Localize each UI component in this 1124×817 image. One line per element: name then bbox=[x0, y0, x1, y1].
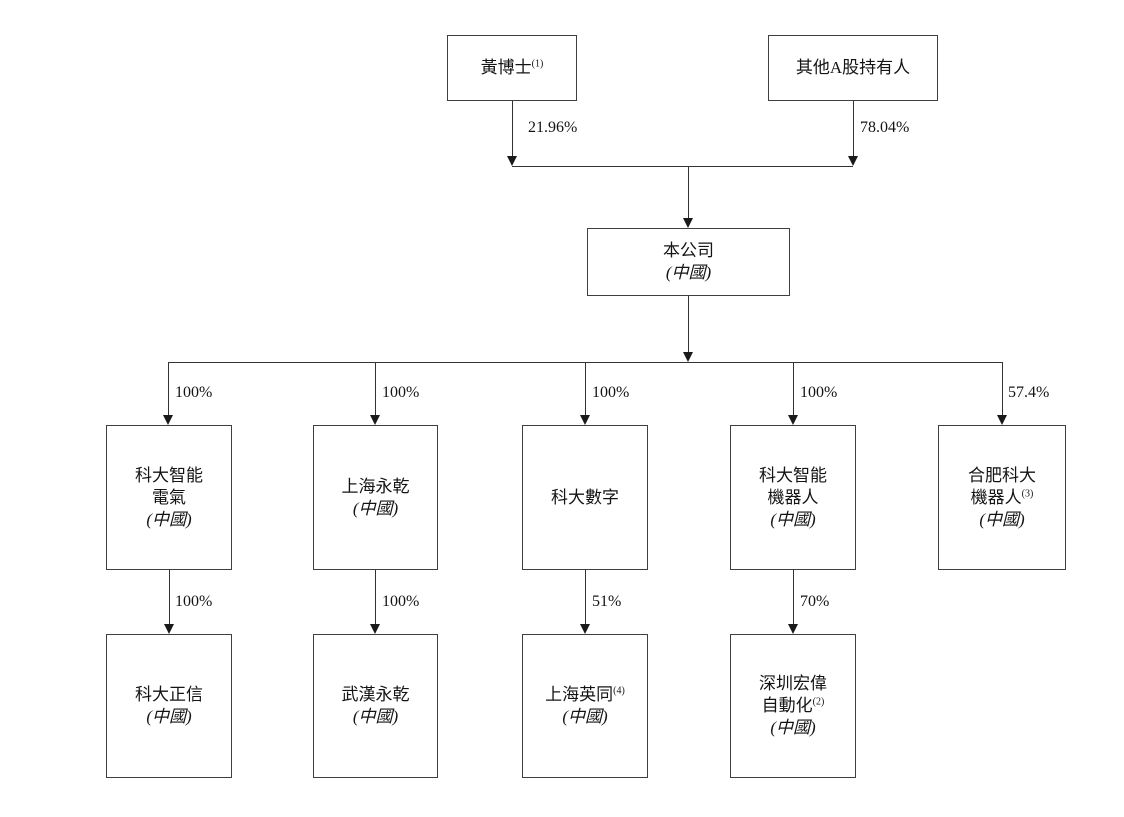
ownership-label-tier1-4: 100% bbox=[800, 384, 838, 401]
node-jurisdiction: (中國) bbox=[352, 707, 399, 726]
down-arrowhead bbox=[164, 624, 174, 634]
node-keda-intelligent-robot: 科大智能 機器人 (中國) bbox=[730, 425, 856, 570]
connector-tier2-4-vline bbox=[793, 570, 794, 624]
node-label: 上海永乾 bbox=[341, 476, 410, 496]
ownership-label-tier2-2: 100% bbox=[382, 593, 420, 610]
down-arrowhead bbox=[788, 415, 798, 425]
down-arrowhead bbox=[683, 218, 693, 228]
down-arrowhead bbox=[580, 624, 590, 634]
ownership-label-tier2-4: 70% bbox=[800, 593, 830, 610]
connector-top-hline bbox=[512, 166, 853, 167]
node-shanghai-yongqian: 上海永乾 (中國) bbox=[313, 425, 438, 570]
node-the-company-jurisdiction: (中國) bbox=[665, 263, 712, 282]
down-arrowhead bbox=[997, 415, 1007, 425]
connector-tier1-4-vline bbox=[793, 362, 794, 415]
node-keda-intelligent-electric: 科大智能 電氣 (中國) bbox=[106, 425, 232, 570]
node-label: 科大智能 bbox=[759, 465, 827, 485]
node-label: 科大智能 bbox=[135, 465, 203, 485]
down-arrowhead bbox=[507, 156, 517, 166]
connector-tier2-1-vline bbox=[169, 570, 170, 624]
node-the-company: 本公司 (中國) bbox=[587, 228, 790, 296]
connector-tier1-1-vline bbox=[168, 362, 169, 415]
node-shenzhen-hongwei-automation: 深圳宏偉 自動化(2) (中國) bbox=[730, 634, 856, 778]
down-arrowhead bbox=[370, 415, 380, 425]
node-hefei-keda-robot: 合肥科大 機器人(3) (中國) bbox=[938, 425, 1066, 570]
node-dr-huang: 黃博士(1) bbox=[447, 35, 577, 101]
node-jurisdiction: (中國) bbox=[352, 498, 399, 518]
node-label: 武漢永乾 bbox=[341, 685, 410, 704]
footnote-marker-1: (1) bbox=[531, 58, 544, 70]
connector-other-a-vline bbox=[853, 101, 854, 156]
node-keda-digital: 科大數字 bbox=[522, 425, 648, 570]
node-jurisdiction: (中國) bbox=[146, 509, 192, 529]
node-shanghai-yingtong: 上海英同(4) (中國) bbox=[522, 634, 648, 778]
connector-dr-huang-vline bbox=[512, 101, 513, 156]
node-other-a-shareholders: 其他A股持有人 bbox=[768, 35, 938, 101]
footnote-marker-3: (3) bbox=[1021, 487, 1034, 499]
ownership-label-tier1-5: 57.4% bbox=[1008, 384, 1050, 401]
connector-tier1-3-vline bbox=[585, 362, 586, 415]
node-the-company-label: 本公司 bbox=[663, 241, 714, 260]
node-jurisdiction: (中國) bbox=[770, 718, 816, 737]
down-arrowhead bbox=[370, 624, 380, 634]
node-label: 上海英同(4) bbox=[545, 685, 625, 704]
footnote-marker-2: (2) bbox=[812, 696, 825, 708]
connector-tier2-2-vline bbox=[375, 570, 376, 624]
ownership-label-tier1-1: 100% bbox=[175, 384, 213, 401]
node-label: 電氣 bbox=[152, 487, 186, 507]
node-jurisdiction: (中國) bbox=[979, 509, 1025, 529]
ownership-label-tier1-2: 100% bbox=[382, 384, 420, 401]
down-arrowhead bbox=[683, 352, 693, 362]
connector-tier1-2-vline bbox=[375, 362, 376, 415]
node-wuhan-yongqian: 武漢永乾 (中國) bbox=[313, 634, 438, 778]
ownership-label-tier1-3: 100% bbox=[592, 384, 630, 401]
ownership-label-tier2-1: 100% bbox=[175, 593, 213, 610]
node-other-a-shareholders-label: 其他A股持有人 bbox=[795, 58, 911, 77]
node-jurisdiction: (中國) bbox=[562, 707, 608, 726]
node-label: 合肥科大 bbox=[968, 465, 1036, 485]
connector-to-company-vline bbox=[688, 166, 689, 218]
node-label: 深圳宏偉 bbox=[759, 674, 827, 693]
node-jurisdiction: (中國) bbox=[770, 509, 816, 529]
down-arrowhead bbox=[163, 415, 173, 425]
connector-company-down-vline bbox=[688, 296, 689, 352]
down-arrowhead bbox=[788, 624, 798, 634]
node-dr-huang-label: 黃博士(1) bbox=[480, 58, 544, 77]
footnote-marker-4: (4) bbox=[613, 685, 625, 697]
ownership-label-tier2-3: 51% bbox=[592, 593, 622, 610]
node-jurisdiction: (中國) bbox=[146, 707, 192, 726]
down-arrowhead bbox=[848, 156, 858, 166]
ownership-label-dr-huang: 21.96% bbox=[528, 119, 578, 136]
node-label: 機器人 bbox=[767, 487, 819, 507]
down-arrowhead bbox=[580, 415, 590, 425]
node-label: 自動化(2) bbox=[761, 696, 825, 715]
connector-tier1-5-vline bbox=[1002, 362, 1003, 415]
ownership-label-other-a: 78.04% bbox=[860, 119, 910, 136]
node-label: 科大數字 bbox=[551, 487, 619, 507]
connector-tier2-3-vline bbox=[585, 570, 586, 624]
node-label: 機器人(3) bbox=[970, 487, 1034, 507]
node-keda-zhengxin: 科大正信 (中國) bbox=[106, 634, 232, 778]
node-label: 科大正信 bbox=[135, 685, 203, 704]
